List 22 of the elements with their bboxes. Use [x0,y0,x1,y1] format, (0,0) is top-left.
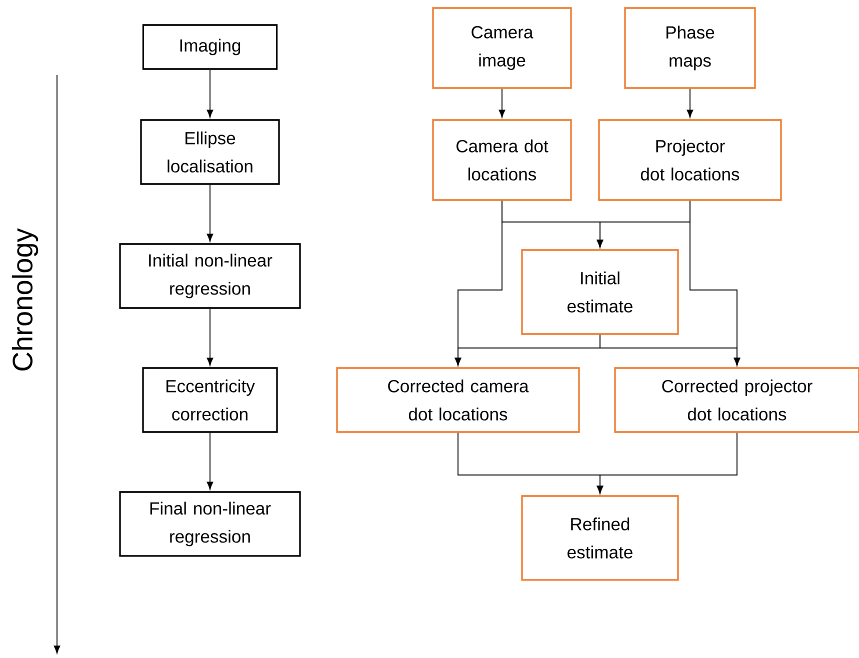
process-box: Eccentricity correction [142,367,278,433]
process-box: Corrected projector dot locations [614,367,859,433]
arrow [206,69,214,118]
arrow [206,184,214,242]
arrow [690,200,740,366]
arrow [206,308,214,366]
process-box: Corrected camera dot locations [336,367,580,433]
process-box: Final non-linear regression [119,491,301,557]
process-box: Ellipse localisation [140,119,280,185]
process-box: Projector dot locations [598,119,782,201]
process-box: Phase maps [624,7,756,89]
arrow [596,432,738,494]
arrow [498,88,506,118]
axis-label: Chronology [12,228,38,370]
process-box: Camera image [432,7,572,89]
process-box: Refined estimate [521,495,679,581]
process-box: Initial estimate [521,249,679,335]
process-box: Imaging [142,24,278,70]
process-box: Camera dot locations [432,119,572,201]
process-box: Initial non-linear regression [119,243,301,309]
arrow [206,432,214,490]
arrow [686,88,694,118]
